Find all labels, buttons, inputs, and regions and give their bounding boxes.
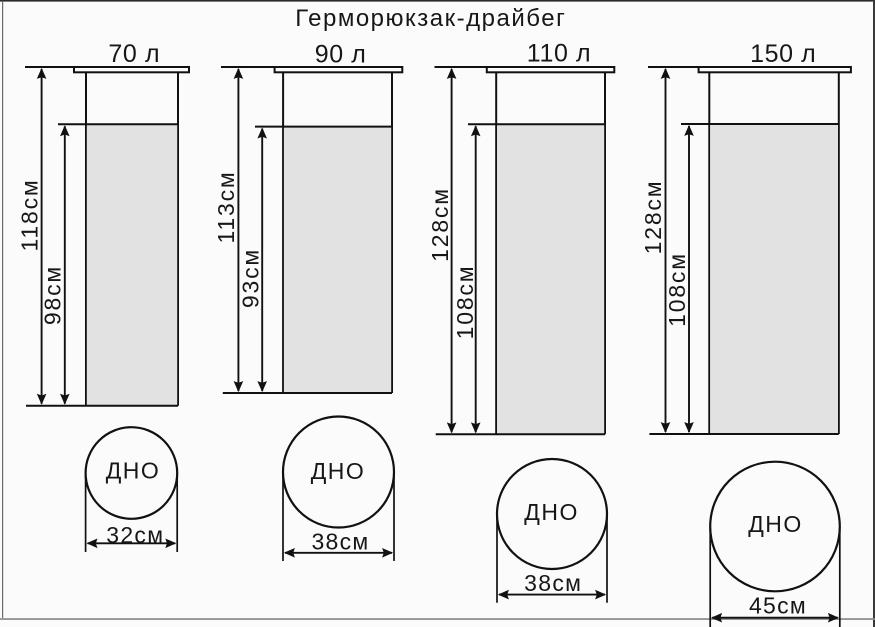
svg-text:45см: 45см bbox=[749, 593, 807, 619]
svg-text:38см: 38см bbox=[311, 529, 369, 555]
svg-text:70 л: 70 л bbox=[108, 40, 160, 68]
svg-text:128см: 128см bbox=[427, 187, 453, 262]
svg-text:110 л: 110 л bbox=[527, 40, 591, 68]
svg-text:108см: 108см bbox=[452, 265, 478, 340]
svg-text:113см: 113см bbox=[213, 171, 239, 244]
svg-text:ДНО: ДНО bbox=[524, 499, 579, 525]
svg-text:150 л: 150 л bbox=[750, 40, 816, 68]
svg-text:38см: 38см bbox=[524, 570, 582, 596]
svg-text:128см: 128см bbox=[640, 180, 666, 255]
svg-text:ДНО: ДНО bbox=[311, 458, 366, 484]
svg-text:118см: 118см bbox=[17, 179, 43, 252]
svg-text:ДНО: ДНО bbox=[748, 511, 803, 537]
svg-text:Герморюкзак-драйбег: Герморюкзак-драйбег bbox=[295, 5, 566, 32]
svg-text:98см: 98см bbox=[40, 265, 66, 325]
svg-text:ДНО: ДНО bbox=[106, 457, 161, 483]
svg-text:93см: 93см bbox=[238, 248, 264, 308]
svg-text:108см: 108см bbox=[664, 252, 690, 327]
svg-text:32см: 32см bbox=[106, 522, 164, 548]
svg-text:90 л: 90 л bbox=[315, 41, 367, 69]
